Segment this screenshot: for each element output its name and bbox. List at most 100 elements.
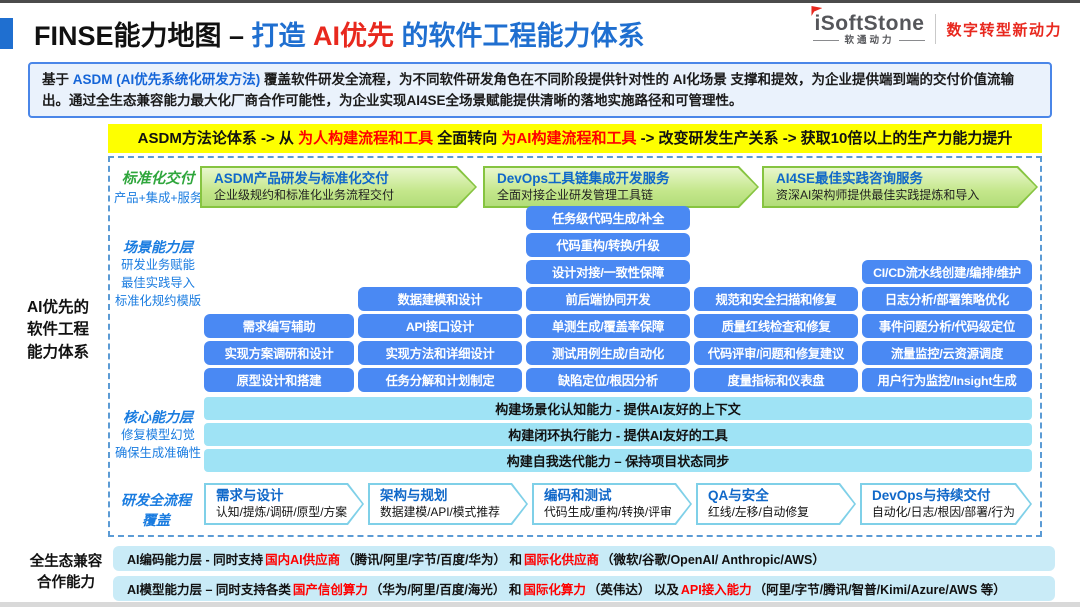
delivery-arrow-sub: 企业级规约和标准化业务流程交付: [214, 188, 395, 203]
desc-asdm-highlight: ASDM (AI优先系统化研发方法): [72, 72, 261, 87]
banner-text-2: 全面转向: [433, 130, 502, 147]
delivery-arrow-sub: 全面对接企业研发管理工具链: [497, 188, 654, 203]
flow-step-title: 需求与设计: [216, 488, 284, 504]
flow-step-sub: 代码生成/重构/转换/评审: [544, 505, 672, 520]
logo-brand-text: iSoftStone: [814, 12, 925, 35]
capability-box: 质量红线检查和修复: [694, 314, 858, 338]
title-part-blue1: 打造: [251, 21, 314, 51]
bottom-edge-divider: [0, 602, 1080, 607]
eco2-red: 国产信创算力: [292, 583, 368, 597]
ecosystem-label-line: 合作能力: [37, 575, 95, 592]
logo-brand-block: iSoftStone 软通动力: [811, 6, 925, 46]
eco2-text: （英伟达） 以及: [587, 583, 679, 597]
core-label-line: 修复模型幻觉: [121, 428, 195, 443]
capability-box: 前后端协同开发: [526, 287, 690, 311]
capability-box: 用户行为监控/Insight生成: [862, 368, 1032, 392]
flow-label-line: 研发全流程: [121, 492, 191, 508]
title-part-black: FINSE能力地图 –: [34, 21, 252, 51]
delivery-arrow-devops: DevOps工具链集成开发服务 全面对接企业研发管理工具链: [483, 166, 759, 208]
ecosystem-label-line: 全生态兼容: [29, 554, 103, 570]
flow-step-sub: 数据建模/API/模式推荐: [380, 505, 500, 520]
delivery-arrow-title: AI4SE最佳实践咨询服务: [776, 171, 924, 187]
delivery-arrow-body: DevOps工具链集成开发服务 全面对接企业研发管理工具链: [485, 168, 757, 206]
scene-column-quality: 规范和安全扫描和修复 质量红线检查和修复 代码评审/问题和修复建议 度量指标和仪…: [694, 287, 858, 395]
banner-text-1: ASDM方法论体系 -> 从: [137, 130, 299, 147]
delivery-arrow-body: ASDM产品研发与标准化交付 企业级规约和标准化业务流程交付: [202, 168, 475, 206]
capability-box: API接口设计: [358, 314, 522, 338]
ecosystem-bar-model: AI模型能力层 – 同时支持各类 国产信创算力 （华为/阿里/百度/海光） 和 …: [113, 576, 1055, 601]
capability-box: 代码重构/转换/升级: [526, 233, 690, 257]
side-label-line: 能力体系: [26, 343, 89, 361]
eco1-text: （微软/谷歌/OpenAI/ Anthropic/AWS）: [601, 553, 825, 567]
capability-box: 规范和安全扫描和修复: [694, 287, 858, 311]
scene-label-line: 最佳实践导入: [121, 276, 195, 291]
logo-divider: [935, 14, 937, 45]
logo-slogan: 数字转型新动力: [946, 21, 1062, 39]
flow-label-line: 覆盖: [142, 512, 170, 529]
scene-column-design: 数据建模和设计 API接口设计 实现方法和详细设计 任务分解和计划制定: [358, 287, 522, 395]
delivery-layer-label: 标准化交付 产品+集成+服务: [114, 169, 202, 208]
flow-step-body: 编码和测试 代码生成/重构/转换/评审: [534, 485, 690, 523]
desc-ai-scene-highlight: AI化场景: [672, 72, 727, 87]
page-title: FINSE能力地图 – 打造 AI优先 的软件工程能力体系: [34, 14, 645, 53]
desc-text-2: 覆盖软件研发全流程，为不同软件研发角色在不同阶段提供针对性的: [260, 72, 673, 87]
delivery-label-title: 标准化交付: [121, 171, 195, 187]
core-layer-label: 核心能力层 修复模型幻觉 确保生成准确性: [110, 407, 206, 463]
flow-step-sub: 自动化/日志/根因/部署/行为: [872, 505, 1015, 520]
capability-box: 原型设计和搭建: [204, 368, 354, 392]
side-label-line: AI优先的: [26, 299, 89, 316]
side-label-line: 软件工程: [26, 321, 89, 339]
flow-step-title: DevOps与持续交付: [872, 488, 991, 504]
banner-red-1: 为人构建流程和工具: [298, 130, 434, 147]
eco1-red: 国际化供应商: [524, 553, 600, 567]
eco2-text: （阿里/字节/腾讯/智普/Kimi/Azure/AWS 等）: [753, 583, 1006, 597]
logo-brand-name: iSoftStone: [811, 6, 925, 35]
capability-box: 设计对接/一致性保障: [526, 260, 690, 284]
delivery-arrow-title: ASDM产品研发与标准化交付: [214, 171, 389, 187]
flow-step-requirements: 需求与设计 认知/提炼/调研/原型/方案: [204, 483, 364, 525]
capability-box: 数据建模和设计: [358, 287, 522, 311]
core-bar-iteration: 构建自我迭代能力 – 保持项目状态同步: [204, 449, 1032, 472]
eco2-text: （华为/阿里/百度/海光） 和: [369, 583, 522, 597]
delivery-arrow-ai4se: AI4SE最佳实践咨询服务 资深AI架构师提供最佳实践提炼和导入: [762, 166, 1038, 208]
banner-red-2: 为AI构建流程和工具: [501, 130, 637, 147]
core-label-line: 确保生成准确性: [114, 446, 202, 461]
eco2-text: AI模型能力层 – 同时支持各类: [127, 583, 291, 597]
delivery-arrow-sub: 资深AI架构师提供最佳实践提炼和导入: [776, 188, 980, 203]
capability-box: CI/CD流水线创建/编排/维护: [862, 260, 1032, 284]
capability-box: 任务级代码生成/补全: [526, 206, 690, 230]
scene-column-ops: CI/CD流水线创建/编排/维护 日志分析/部署策略优化 事件问题分析/代码级定…: [862, 260, 1032, 395]
flow-step-title: QA与安全: [708, 488, 769, 504]
methodology-banner: ASDM方法论体系 -> 从 为人构建流程和工具 全面转向 为AI构建流程和工具…: [108, 124, 1042, 153]
capability-box: 度量指标和仪表盘: [694, 368, 858, 392]
flow-step-architecture: 架构与规划 数据建模/API/模式推荐: [368, 483, 528, 525]
flow-step-sub: 认知/提炼/调研/原型/方案: [216, 505, 348, 520]
delivery-label-sub: 产品+集成+服务: [114, 191, 203, 206]
flow-step-body: 架构与规划 数据建模/API/模式推荐: [370, 485, 526, 523]
flow-step-body: QA与安全 红线/左移/自动修复: [698, 485, 854, 523]
capability-box: 代码评审/问题和修复建议: [694, 341, 858, 365]
flow-step-body: DevOps与持续交付 自动化/日志/根因/部署/行为: [862, 485, 1030, 523]
scene-label-line: 标准化规约模版: [114, 293, 202, 308]
scene-column-requirements: 需求编写辅助 实现方案调研和设计 原型设计和搭建: [204, 314, 354, 395]
capability-box: 实现方法和详细设计: [358, 341, 522, 365]
capability-box: 测试用例生成/自动化: [526, 341, 690, 365]
core-label-title: 核心能力层: [123, 409, 193, 425]
capability-box: 需求编写辅助: [204, 314, 354, 338]
ecosystem-bar-coding: AI编码能力层 - 同时支持 国内AI供应商 （腾讯/阿里/字节/百度/华为） …: [113, 546, 1055, 571]
eco1-text: （腾讯/阿里/字节/百度/华为） 和: [342, 553, 522, 567]
capability-box: 实现方案调研和设计: [204, 341, 354, 365]
eco1-red: 国内AI供应商: [265, 553, 341, 567]
scene-label-line: 研发业务赋能: [121, 258, 195, 273]
delivery-arrow-title: DevOps工具链集成开发服务: [497, 171, 670, 187]
capability-map-border: [108, 156, 1042, 537]
scene-layer-label: 场景能力层 研发业务赋能 最佳实践导入 标准化规约模版: [112, 237, 204, 311]
scene-label-title: 场景能力层: [123, 239, 193, 255]
logo-brand-chinese: 软通动力: [813, 36, 925, 46]
flow-step-title: 编码和测试: [544, 488, 612, 504]
eco2-red: API接入能力: [680, 583, 752, 597]
side-label-ai-first: AI优先的 软件工程 能力体系: [12, 297, 104, 364]
flow-layer-label: 研发全流程 覆盖: [112, 490, 200, 531]
banner-text-3: -> 改变研发生产关系 -> 获取10倍以上的生产力能力提升: [636, 130, 1013, 147]
